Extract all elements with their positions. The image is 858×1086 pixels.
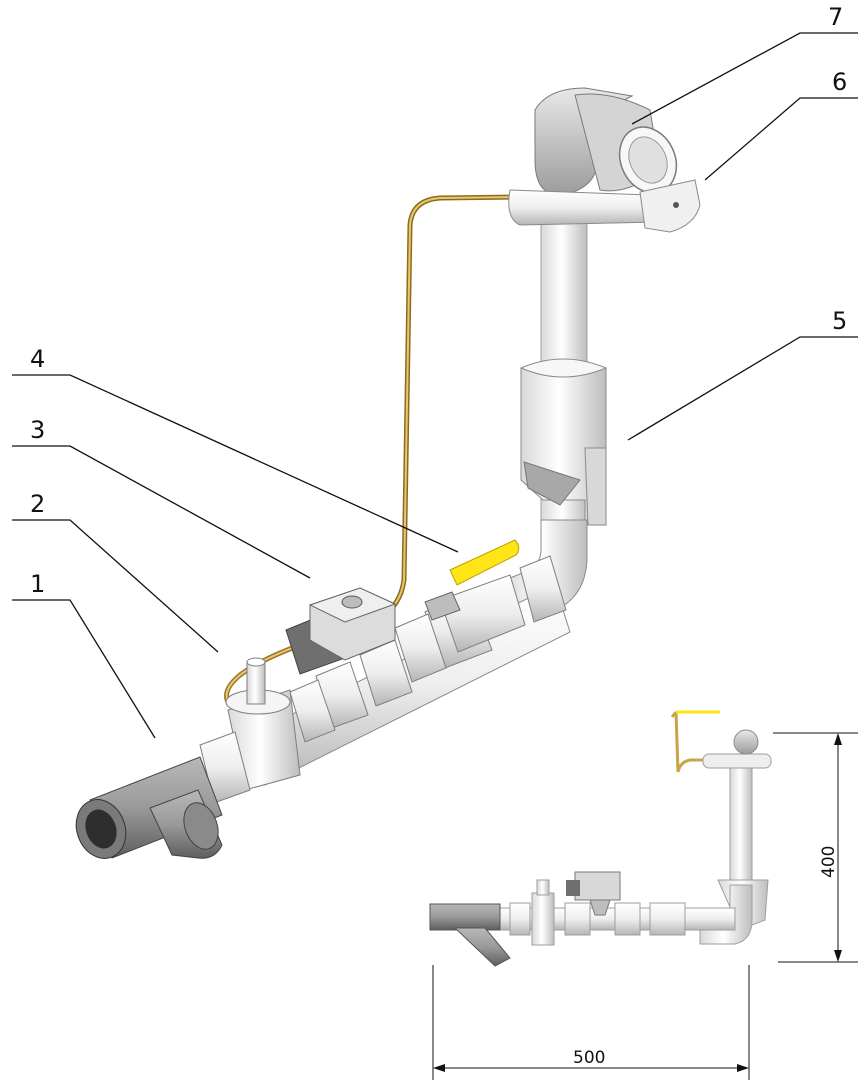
leader-1 xyxy=(12,599,156,739)
valve-lever xyxy=(449,539,520,586)
dimension-width-label: 500 xyxy=(573,1048,605,1068)
dimension-arrows xyxy=(433,733,842,1072)
callout-label-7: 7 xyxy=(828,3,843,31)
leader-5 xyxy=(627,336,858,441)
leader-3 xyxy=(12,445,311,579)
top-elbow xyxy=(534,87,678,196)
riser-valve-body xyxy=(519,358,608,526)
elevation-view xyxy=(429,710,772,967)
callout-label-1: 1 xyxy=(30,570,45,598)
elevation-riser xyxy=(729,764,753,886)
solenoid-valve xyxy=(285,587,397,675)
callout-label-6: 6 xyxy=(832,68,847,96)
elevation-top-elbow xyxy=(733,729,759,755)
dimension-lines xyxy=(432,732,858,1080)
leader-2 xyxy=(12,519,219,653)
leader-7 xyxy=(631,32,858,125)
leader-6 xyxy=(704,97,858,181)
leader-4 xyxy=(12,374,459,553)
elevation-capillary-wire xyxy=(674,711,710,773)
main-assembly xyxy=(75,87,701,859)
ball-valve xyxy=(424,539,526,653)
callout-label-4: 4 xyxy=(30,345,45,373)
dimension-height-label: 400 xyxy=(819,846,839,878)
tee-fitting xyxy=(225,657,301,791)
callout-label-3: 3 xyxy=(30,416,45,444)
callout-label-2: 2 xyxy=(30,490,45,518)
y-strainer xyxy=(75,756,223,859)
callout-numbers: 1 2 3 4 5 6 7 xyxy=(30,3,847,598)
elevation-y-strainer xyxy=(429,903,501,931)
temperature-sensor xyxy=(508,179,701,233)
callout-leaders xyxy=(12,32,858,739)
callout-label-5: 5 xyxy=(832,307,847,335)
